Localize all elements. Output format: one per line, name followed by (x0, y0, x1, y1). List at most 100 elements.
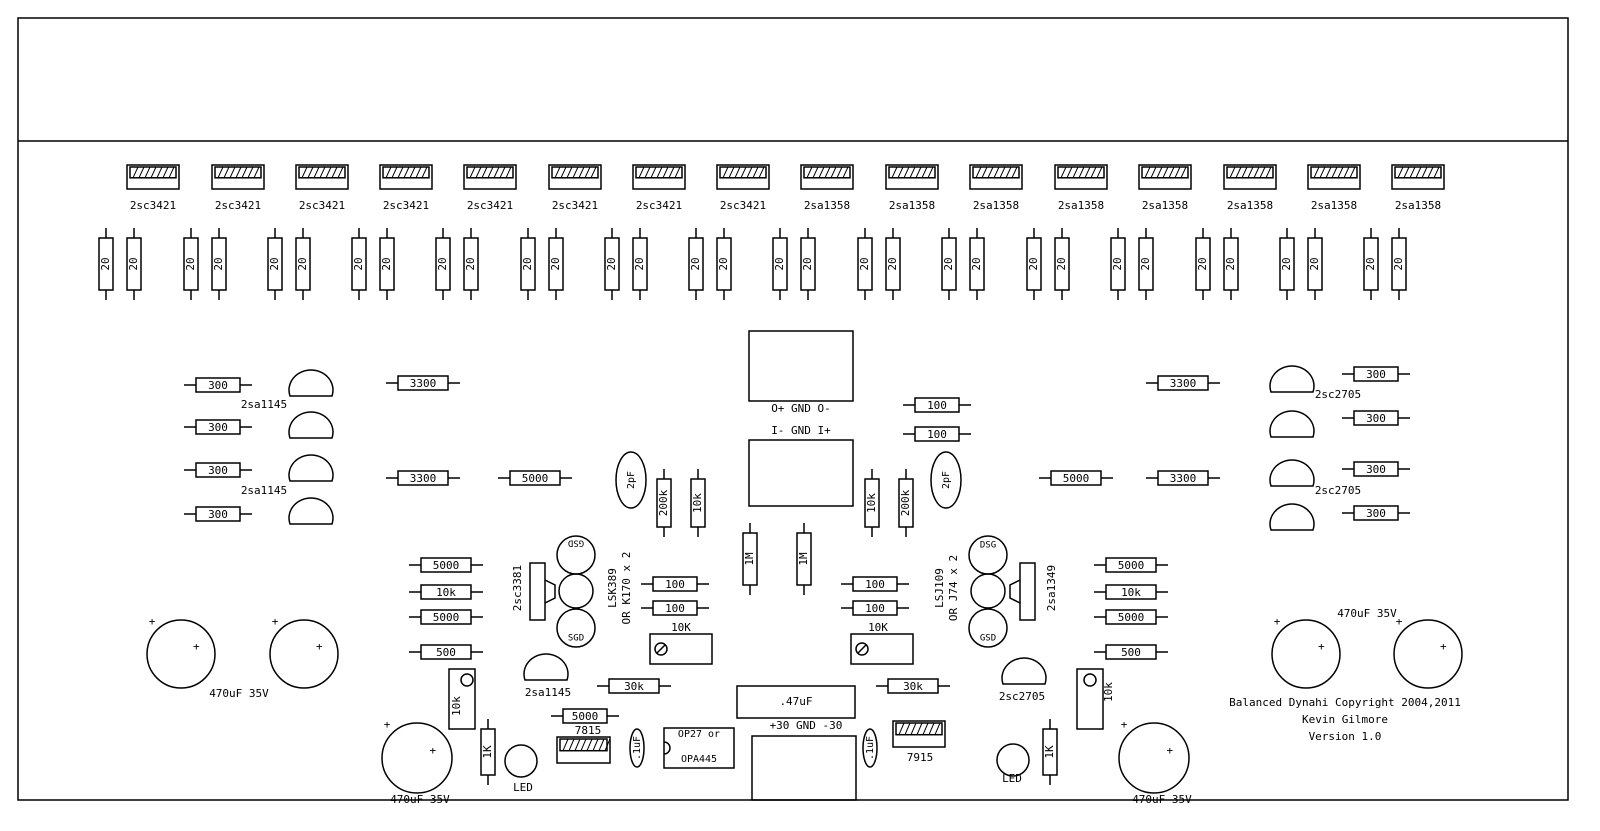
resistor-3300: 3300 (1146, 375, 1220, 391)
resistor-body (800, 237, 816, 291)
author-line: Kevin Gilmore (1302, 713, 1388, 726)
resistor-100: 100 (903, 426, 971, 442)
resistor-body (562, 708, 608, 724)
output-transistor (126, 164, 180, 190)
transistor-label: 2sa1358 (973, 199, 1019, 212)
resistor-body (632, 237, 648, 291)
transistor-label: 2sa1358 (1058, 199, 1104, 212)
transistor-label: 2sc3421 (720, 199, 766, 212)
hatch-line (644, 166, 651, 179)
hatch-line (421, 166, 428, 179)
emitter-resistor: 20 (885, 228, 901, 300)
resistor-value: 20 (633, 257, 646, 270)
package-outline (1307, 164, 1361, 190)
resistor-value: 100 (865, 578, 885, 591)
transistor-label: 2sc3421 (552, 199, 598, 212)
capacitor-value: .1uF (632, 736, 643, 760)
capacitor-value: 2pF (941, 471, 952, 489)
package-outline (556, 736, 611, 764)
supply-connector (751, 735, 857, 801)
hatch-line (915, 166, 922, 179)
hatch-line (1403, 166, 1410, 179)
resistor-1M: 1M (742, 523, 758, 595)
package-tab (895, 722, 943, 736)
resistor-300: 300 (1342, 410, 1410, 426)
hatch-line (241, 166, 248, 179)
resistor-value: 30k (903, 680, 923, 693)
hatch-line (586, 738, 593, 751)
hatch-line (638, 166, 645, 179)
resistor-body (351, 237, 367, 291)
fet-pins: DSG (980, 541, 996, 551)
resistor-value: 100 (927, 399, 947, 412)
resistor-body (420, 644, 472, 660)
resistor-body (796, 532, 812, 586)
resistor-10k: 10k (409, 584, 483, 600)
resistor-value: 5000 (522, 472, 549, 485)
resistor-value: 20 (689, 257, 702, 270)
hatch-line (1259, 166, 1266, 179)
opamp-notch (663, 741, 671, 755)
hatch-line (927, 166, 934, 179)
resistor-value: 20 (801, 257, 814, 270)
emitter-resistor: 20 (632, 228, 648, 300)
hatch-line (1156, 166, 1163, 179)
resistor-body (690, 478, 706, 528)
resistor-3300: 3300 (386, 375, 460, 391)
hatch-line (132, 166, 139, 179)
hatch-line (1331, 166, 1338, 179)
trimmer-slot (656, 644, 666, 654)
trimmer-adjust (855, 642, 869, 656)
resistor-value: 20 (380, 257, 393, 270)
led-label: LED (1002, 772, 1022, 785)
output-transistor (885, 164, 939, 190)
capacitor-value: .1uF (865, 736, 876, 760)
regulator-7815 (556, 736, 611, 764)
resistor-body (887, 678, 939, 694)
to92-transistor (288, 411, 334, 439)
hatch-line (928, 722, 935, 735)
hatch-line (1433, 166, 1440, 179)
hatch-line (331, 166, 338, 179)
emitter-resistor: 20 (98, 228, 114, 300)
output-transistor (1307, 164, 1361, 190)
resistor-value: 300 (208, 464, 228, 477)
resistor-body (1353, 366, 1399, 382)
opamp-label: OP27 or (678, 729, 720, 740)
resistor-body (195, 377, 241, 393)
hatch-line (150, 166, 157, 179)
resistor-value: 300 (208, 379, 228, 392)
resistor-value: 20 (605, 257, 618, 270)
hatch-line (728, 166, 735, 179)
hatch-line (1084, 166, 1091, 179)
capacitor-body (146, 619, 216, 689)
emitter-resistor: 20 (379, 228, 395, 300)
output-transistor (1223, 164, 1277, 190)
hatch-line (403, 166, 410, 179)
hatch-line (1235, 166, 1242, 179)
to92-transistor (1269, 503, 1315, 531)
hatch-line (1011, 166, 1018, 179)
small-capacitor (615, 451, 647, 509)
resistor-value: 20 (1139, 257, 1152, 270)
package-tab (466, 166, 514, 179)
hatch-line (1150, 166, 1157, 179)
emitter-resistor: 20 (772, 228, 788, 300)
hatch-line (562, 738, 569, 751)
resistor-body (1138, 237, 1154, 291)
package-tab (1141, 166, 1189, 179)
hatch-line (916, 722, 923, 735)
transistor-label: 2sa1358 (1142, 199, 1188, 212)
hatch-line (891, 166, 898, 179)
resistor-value: 300 (1366, 412, 1386, 425)
emitter-resistor: 20 (435, 228, 451, 300)
transistor-label: 2sa1145 (241, 484, 287, 497)
hatch-line (584, 166, 591, 179)
output-transistor (211, 164, 265, 190)
emitter-resistor: 20 (857, 228, 873, 300)
emitter-resistor: 20 (1026, 228, 1042, 300)
resistor-body (1050, 470, 1102, 486)
hatch-line (566, 166, 573, 179)
output-transistor (548, 164, 602, 190)
hatch-line (1349, 166, 1356, 179)
